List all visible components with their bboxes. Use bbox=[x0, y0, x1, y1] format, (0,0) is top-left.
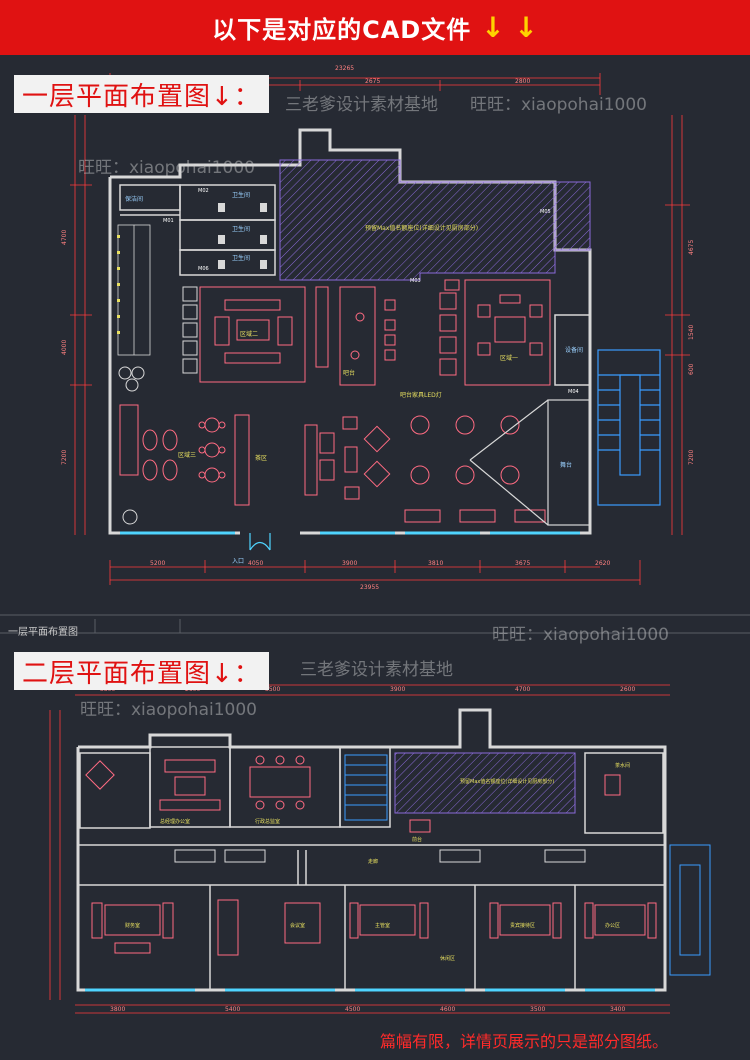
f2-dim-bottom-1: 3800 bbox=[110, 1006, 125, 1013]
floor2-label-text: 二层平面布置图↓： bbox=[22, 658, 261, 689]
f2-dim-top-6: 2600 bbox=[620, 686, 635, 693]
f2-dim-bottom-4: 4600 bbox=[440, 1006, 455, 1013]
f2-room-meeting: 会议室 bbox=[290, 922, 305, 929]
f1-room-area1: 区域一 bbox=[500, 354, 518, 362]
top-banner: 以下是对应的CAD文件 ↓ ↓ bbox=[0, 0, 750, 55]
f1-dim-right-1: 4675 bbox=[688, 240, 695, 255]
f2-dim-top-4: 3900 bbox=[390, 686, 405, 693]
f2-room-lounge: 休闲区 bbox=[440, 955, 455, 962]
banner-title: 以下是对应的CAD文件 bbox=[212, 16, 472, 44]
floor1-caption: 一层平面布置图 bbox=[8, 627, 78, 638]
f1-door-m01: M01 bbox=[163, 218, 174, 224]
f2-dim-top-3: 3500 bbox=[265, 686, 280, 693]
f2-room-gm: 总经理办公室 bbox=[160, 818, 190, 825]
f1-bar-led-note: 吧台家具LED灯 bbox=[400, 391, 442, 399]
f1-dim-right-2: 1540 bbox=[688, 325, 695, 340]
floor2-label: 二层平面布置图↓： bbox=[14, 652, 269, 690]
cad-svg: 23265 3150 2675 2800 5200 4050 3900 3810… bbox=[0, 65, 750, 1014]
f2-dim-bottom-6: 3400 bbox=[610, 1006, 625, 1013]
f1-door-m05: M05 bbox=[540, 209, 551, 215]
f1-entrance: 入口 bbox=[232, 558, 244, 565]
f1-dim-right-4: 7200 bbox=[688, 450, 695, 465]
f2-room-office: 办公区 bbox=[605, 922, 620, 929]
cad-drawing-area: 23265 3150 2675 2800 5200 4050 3900 3810… bbox=[0, 55, 750, 1060]
banner-down-arrows: ↓ ↓ bbox=[481, 11, 538, 44]
f1-door-m06: M06 bbox=[198, 266, 209, 272]
footer-note: 篇幅有限，详情页展示的只是部分图纸。 bbox=[380, 1032, 669, 1051]
watermark-wangwang-1: 旺旺：xiaopohai1000 bbox=[470, 95, 647, 115]
f1-dim-bottom-1: 5200 bbox=[150, 560, 165, 567]
f1-room-wc2: 卫生间 bbox=[232, 225, 250, 233]
watermark-brand-1: 三老爹设计素材基地 bbox=[285, 95, 438, 115]
f1-dim-left-2: 4000 bbox=[61, 340, 68, 355]
f1-dim-left-3: 7200 bbox=[61, 450, 68, 465]
f2-room-tea: 茶水间 bbox=[615, 762, 630, 769]
f2-dim-bottom-5: 3500 bbox=[530, 1006, 545, 1013]
f1-dim-bottom-6: 2620 bbox=[595, 560, 610, 567]
f1-door-m03: M03 bbox=[410, 278, 421, 284]
f1-dim-right-3: 600 bbox=[688, 363, 695, 375]
f1-room-area3: 区域三 bbox=[178, 451, 196, 459]
f1-room-area2: 区域二 bbox=[240, 330, 258, 338]
f2-room-finance: 财务室 bbox=[125, 922, 140, 929]
f1-room-tea: 茶区 bbox=[255, 454, 267, 462]
f1-dim-top-3: 2800 bbox=[515, 78, 530, 85]
f2-room-corridor: 走廊 bbox=[368, 858, 378, 865]
f1-room-stage: 舞台 bbox=[560, 461, 572, 469]
watermark-brand-2: 三老爹设计素材基地 bbox=[300, 660, 453, 680]
f1-room-wc3: 卫生间 bbox=[232, 254, 250, 262]
f1-dim-bottom-3: 3900 bbox=[342, 560, 357, 567]
floor1-plan: 23265 3150 2675 2800 5200 4050 3900 3810… bbox=[61, 65, 695, 591]
f1-dim-bottom-total: 23955 bbox=[360, 584, 379, 591]
f1-door-m02: M02 bbox=[198, 188, 209, 194]
watermark-wangwang-4: 旺旺：xiaopohai1000 bbox=[80, 700, 257, 720]
f1-room-equipment: 设备间 bbox=[565, 346, 583, 354]
f2-kitchen-note: 预留Max值名额座位(详细设计见厨房部分) bbox=[460, 778, 554, 785]
f2-dim-bottom-3: 4500 bbox=[345, 1006, 360, 1013]
floor1-label-text: 一层平面布置图↓： bbox=[22, 81, 261, 112]
f2-room-vip: 贵宾接待区 bbox=[510, 922, 535, 929]
f1-door-m04: M04 bbox=[568, 389, 579, 395]
f1-kitchen-note: 预留Max值名额座位(详细设计见厨房部分) bbox=[365, 224, 478, 232]
f2-room-manager: 主管室 bbox=[375, 922, 390, 929]
floor1-label: 一层平面布置图↓： bbox=[14, 75, 269, 113]
f1-room-bar: 吧台 bbox=[343, 369, 355, 377]
f2-dim-top-5: 4700 bbox=[515, 686, 530, 693]
f1-room-wc1: 卫生间 bbox=[232, 191, 250, 199]
f1-dim-bottom-2: 4050 bbox=[248, 560, 263, 567]
f1-dim-bottom-5: 3675 bbox=[515, 560, 530, 567]
f2-room-admin: 行政总监室 bbox=[255, 818, 280, 825]
f1-dim-top-2: 2675 bbox=[365, 78, 380, 85]
watermark-wangwang-3: 旺旺：xiaopohai1000 bbox=[492, 625, 669, 645]
f1-dim-bottom-4: 3810 bbox=[428, 560, 443, 567]
floor2-plan: 3300 2600 3500 3900 4700 2600 3800 5400 … bbox=[49, 684, 711, 1014]
watermark-wangwang-2: 旺旺：xiaopohai1000 bbox=[78, 158, 255, 178]
f1-room-cleaning: 保洁间 bbox=[125, 195, 143, 203]
f1-dim-top-total: 23265 bbox=[335, 65, 354, 72]
f2-dim-bottom-2: 5400 bbox=[225, 1006, 240, 1013]
f1-dim-left-1: 4700 bbox=[61, 230, 68, 245]
f2-room-front: 前台 bbox=[412, 836, 422, 843]
